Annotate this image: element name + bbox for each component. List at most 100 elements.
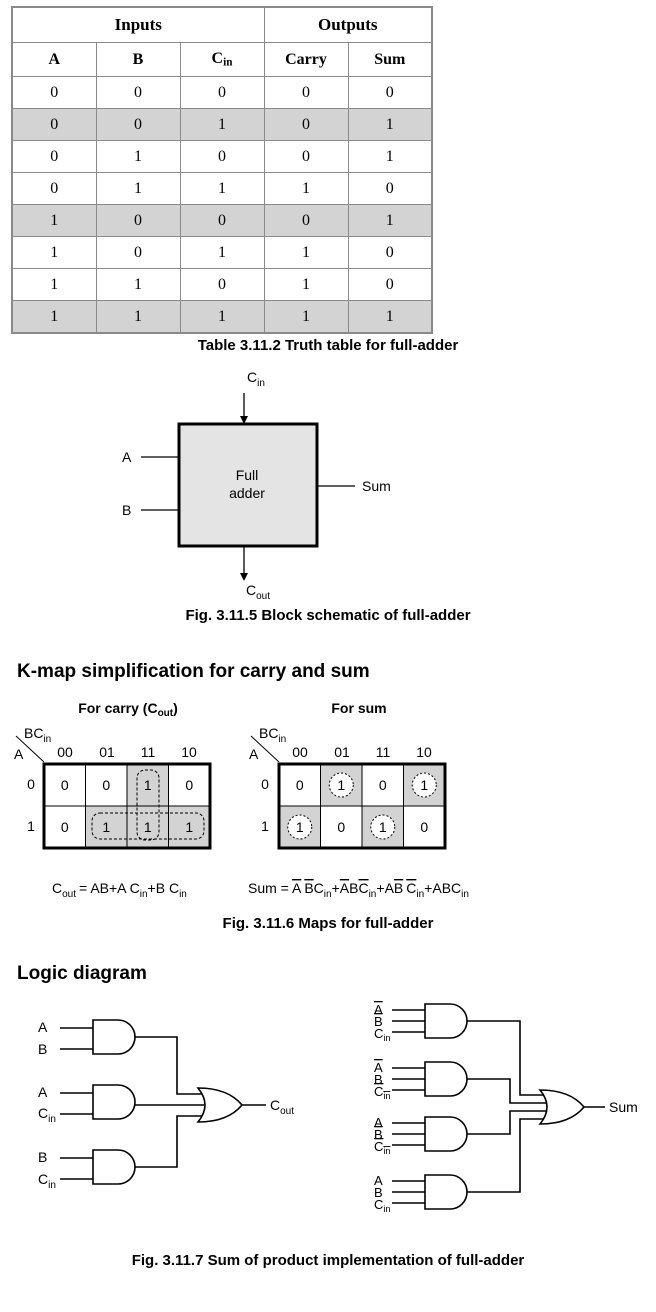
block-schematic: Cin Cout A B Full adder Sum xyxy=(122,369,391,602)
kmap-caption: Fig. 3.11.6 Maps for full-adder xyxy=(222,915,434,932)
logic-cout-label: C xyxy=(270,1097,280,1113)
table-cell: 1 xyxy=(347,140,433,173)
svg-text:BCin: BCin xyxy=(24,725,51,745)
table-cell: 1 xyxy=(179,236,265,269)
column-header: A xyxy=(11,42,97,77)
svg-text:B: B xyxy=(374,1014,383,1029)
and-gate xyxy=(424,1003,468,1039)
svg-text:Cout: Cout xyxy=(270,1097,294,1117)
table-cell: 1 xyxy=(347,108,433,141)
sum-row-label: 1 xyxy=(261,818,269,834)
table-cell: 1 xyxy=(95,140,181,173)
carry-col-label: 00 xyxy=(57,744,73,760)
outputs-header: Outputs xyxy=(263,6,433,43)
kmap-figure: For carry (Cout) For sum BCin A 00 01 11… xyxy=(14,700,469,900)
table-cell: 1 xyxy=(347,300,433,334)
carry-row-label: 0 xyxy=(27,776,35,792)
column-header: Cin xyxy=(179,42,265,77)
table-cell: 0 xyxy=(347,236,433,269)
column-header: Carry xyxy=(263,42,349,77)
table-cell: 1 xyxy=(11,268,97,301)
svg-text:Cout: Cout xyxy=(246,582,270,602)
carry-corner-top: BC xyxy=(24,725,43,741)
table-cell: 0 xyxy=(95,108,181,141)
table-cell: 0 xyxy=(95,236,181,269)
kmap-group-circle xyxy=(411,772,437,798)
and-gate xyxy=(424,1061,468,1097)
svg-text:B: B xyxy=(374,1127,383,1142)
logic-sum-label: Sum xyxy=(609,1099,638,1115)
sum-title: For sum xyxy=(331,700,386,716)
block-input-a: A xyxy=(122,449,132,465)
table-cell: 0 xyxy=(347,172,433,205)
table-cell: 1 xyxy=(95,172,181,205)
table-cell: 1 xyxy=(11,300,97,334)
svg-text:Cin: Cin xyxy=(374,1197,390,1214)
table-cell: 0 xyxy=(263,204,349,237)
table-cell: 0 xyxy=(11,172,97,205)
block-caption: Fig. 3.11.5 Block schematic of full-adde… xyxy=(185,607,471,624)
logic-label-a: A xyxy=(38,1084,48,1100)
carry-group-horizontal xyxy=(91,812,205,840)
table-cell: 0 xyxy=(11,140,97,173)
and-gate xyxy=(424,1116,468,1152)
block-cout-label: C xyxy=(246,582,256,598)
kmap-cell xyxy=(320,805,363,849)
kmap-value: 0 xyxy=(61,819,69,835)
kmap-value: 0 xyxy=(420,819,428,835)
logic-label-a: A xyxy=(38,1019,48,1035)
table-cell: 0 xyxy=(179,268,265,301)
kmap-value: 1 xyxy=(102,819,110,835)
truth-table-caption: Table 3.11.2 Truth table for full-adder xyxy=(197,337,459,354)
table-cell: 0 xyxy=(179,204,265,237)
table-cell: 1 xyxy=(11,204,97,237)
table-cell: 0 xyxy=(179,140,265,173)
logic-label-b: B xyxy=(38,1041,47,1057)
svg-text:Cin: Cin xyxy=(247,369,265,389)
sum-corner-left: A xyxy=(249,746,259,762)
svg-text:BCin: BCin xyxy=(259,725,286,745)
and-gate xyxy=(424,1174,468,1210)
kmap-heading: K-map simplification for carry and sum xyxy=(17,661,370,682)
logic-heading: Logic diagram xyxy=(17,963,147,984)
table-cell: 1 xyxy=(263,300,349,334)
carry-corner-left: A xyxy=(14,746,24,762)
block-cin-label: C xyxy=(247,369,257,385)
kmap-cell xyxy=(168,763,211,807)
logic-label-b: B xyxy=(38,1149,47,1165)
kmap-group-circle xyxy=(328,772,354,798)
logic-label-cin: Cin xyxy=(38,1171,56,1191)
table-cell: 1 xyxy=(263,236,349,269)
table-cell: 0 xyxy=(95,204,181,237)
sum-row-label: 0 xyxy=(261,776,269,792)
kmap-value: 1 xyxy=(337,777,345,793)
table-cell: 0 xyxy=(179,76,265,109)
kmap-value: 1 xyxy=(420,777,428,793)
svg-text:Cin: Cin xyxy=(374,1084,390,1101)
table-cell: 0 xyxy=(263,108,349,141)
table-cell: 0 xyxy=(95,76,181,109)
table-cell: 1 xyxy=(95,268,181,301)
table-cell: 0 xyxy=(263,76,349,109)
table-cell: 0 xyxy=(347,76,433,109)
carry-row-label: 1 xyxy=(27,818,35,834)
carry-title: For carry (C xyxy=(78,700,157,716)
table-cell: 1 xyxy=(95,300,181,334)
kmap-group-circle xyxy=(370,814,396,840)
svg-text:A: A xyxy=(374,1060,383,1075)
kmap-value: 0 xyxy=(379,777,387,793)
table-cell: 0 xyxy=(263,140,349,173)
svg-text:A: A xyxy=(374,1173,383,1188)
table-cell: 1 xyxy=(347,204,433,237)
table-cell: 1 xyxy=(179,300,265,334)
kmap-group-circle xyxy=(287,814,313,840)
